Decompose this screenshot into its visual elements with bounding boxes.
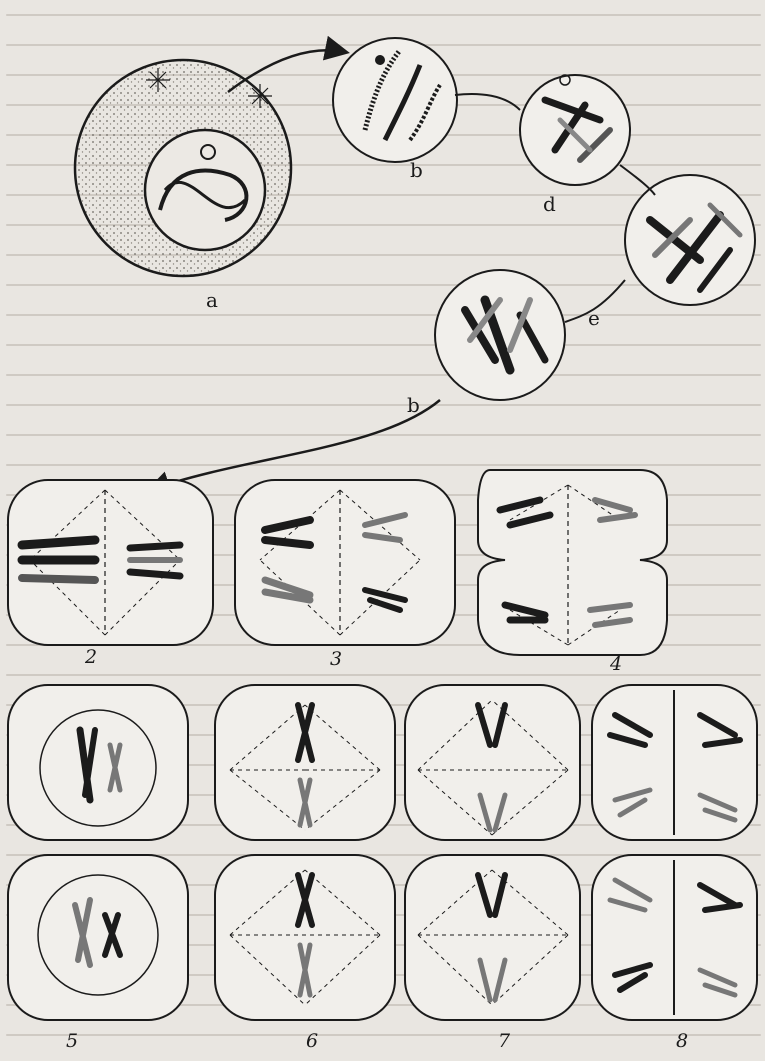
circle-d-pachytene [520, 75, 630, 185]
fig-8-bottom-telophase-II [592, 855, 757, 1020]
label-e: e [588, 308, 600, 328]
fig-8-top-telophase-II [592, 685, 757, 840]
label-fig-7: 7 [498, 1032, 510, 1051]
fig-7-top-anaphase-II [405, 685, 580, 840]
fig-7-bottom-anaphase-II [405, 855, 580, 1020]
label-fig-6: 6 [306, 1032, 318, 1051]
circle-e-diakinesis [435, 270, 565, 400]
label-b-top: b [410, 160, 423, 180]
label-fig-5: 5 [66, 1032, 78, 1051]
fig-6-bottom-metaphase-II [215, 855, 395, 1020]
fig-4-telophase-I [478, 470, 667, 655]
fig-5-top-prophase-II [8, 685, 188, 840]
label-fig-2: 2 [85, 648, 97, 667]
circle-b-leptotene [333, 38, 457, 162]
connector-b-d [455, 94, 520, 110]
label-b-bottom: b [407, 395, 420, 415]
fig-6-top-metaphase-II [215, 685, 395, 840]
label-a: a [206, 290, 218, 310]
cell-a-interphase [75, 60, 291, 276]
arrow-b-to-2 [150, 400, 440, 490]
circle-diplotene [625, 175, 755, 305]
label-d: d [543, 194, 556, 214]
label-fig-3: 3 [330, 650, 342, 669]
fig-2-metaphase-I [8, 480, 213, 645]
label-fig-8: 8 [676, 1032, 688, 1051]
label-fig-4: 4 [610, 655, 622, 674]
connector-d-diplotene [620, 165, 655, 195]
fig-5-bottom-prophase-II [8, 855, 188, 1020]
fig-3-anaphase-I [235, 480, 455, 645]
